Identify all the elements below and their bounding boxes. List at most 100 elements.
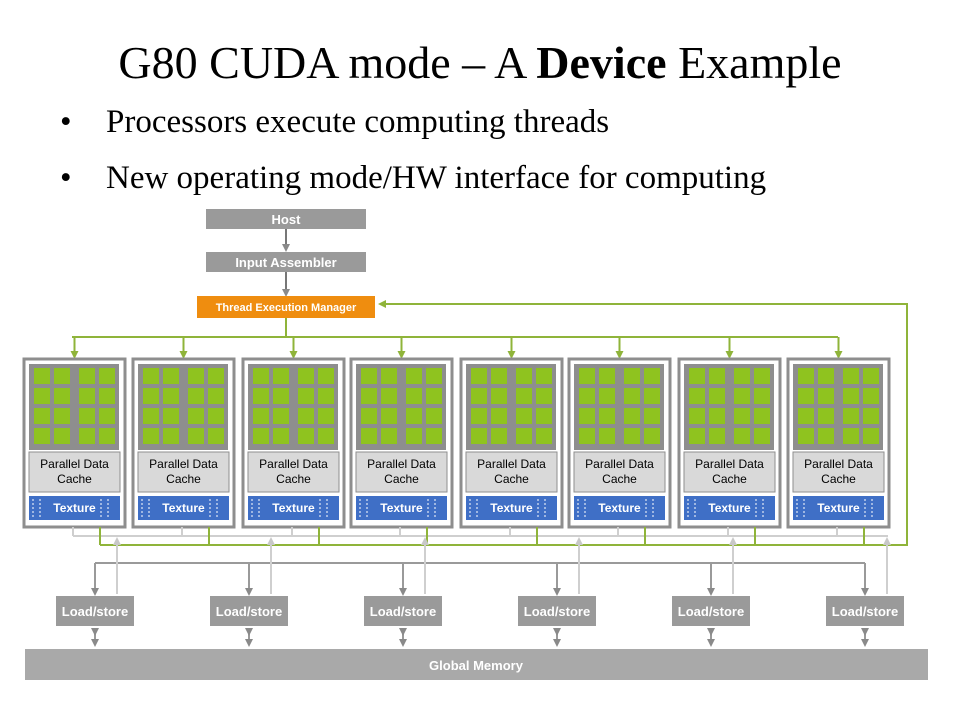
processor-core [734, 368, 750, 384]
processor-core [471, 428, 487, 444]
bullet-dot-icon: • [60, 104, 72, 140]
processor-core [709, 408, 725, 424]
processor-core [253, 408, 269, 424]
processor-core [863, 408, 879, 424]
processor-core [208, 388, 224, 404]
processor-core [599, 368, 615, 384]
processor-core [709, 368, 725, 384]
bullet-text: New operating mode/HW interface for comp… [106, 160, 767, 196]
processor-core [818, 388, 834, 404]
processor-core [754, 388, 770, 404]
processor-core [536, 428, 552, 444]
processor-core [863, 388, 879, 404]
parallel-data-cache [28, 451, 121, 493]
global-memory-box [25, 649, 928, 680]
processor-core [818, 368, 834, 384]
processor-core [689, 368, 705, 384]
processor-core [188, 388, 204, 404]
processor-core [34, 408, 50, 424]
processor-core [471, 368, 487, 384]
processor-core [143, 408, 159, 424]
processor-core [99, 368, 115, 384]
load-store-unit-5: Load/store [672, 537, 750, 647]
texture-label: Texture [490, 501, 533, 515]
cache-label-line-1: Parallel Data [149, 457, 218, 471]
processor-core [406, 408, 422, 424]
processor-core [361, 368, 377, 384]
processor-core [163, 368, 179, 384]
processor-core [273, 408, 289, 424]
processor-core [624, 428, 640, 444]
texture-unit [574, 496, 665, 520]
cache-label-line-2: Cache [821, 472, 856, 486]
processor-core [536, 408, 552, 424]
processor-core [143, 388, 159, 404]
processor-core [381, 428, 397, 444]
processor-core [843, 368, 859, 384]
processor-core [624, 368, 640, 384]
parallel-data-cache [573, 451, 666, 493]
processor-core [253, 388, 269, 404]
load-store-box [826, 596, 904, 626]
title-suffix: Example [666, 37, 842, 88]
processor-core [798, 428, 814, 444]
cache-label-line-1: Parallel Data [477, 457, 546, 471]
texture-unit [793, 496, 884, 520]
cache-label-line-1: Parallel Data [259, 457, 328, 471]
cache-label-line-1: Parallel Data [367, 457, 436, 471]
title-prefix: G80 CUDA mode – A [118, 37, 537, 88]
processor-core [709, 388, 725, 404]
processor-core [579, 408, 595, 424]
processor-core [734, 428, 750, 444]
processor-core [163, 388, 179, 404]
input-assembler-label: Input Assembler [235, 255, 336, 270]
processor-core [734, 408, 750, 424]
processor-core [318, 368, 334, 384]
load-store-unit-1: Load/store [56, 537, 134, 647]
processor-core [79, 368, 95, 384]
processor-core [298, 428, 314, 444]
processor-core [426, 368, 442, 384]
processor-core [99, 388, 115, 404]
processor-core [54, 428, 70, 444]
texture-unit [138, 496, 229, 520]
parallel-data-cache [355, 451, 448, 493]
processor-core [471, 408, 487, 424]
processor-core [361, 408, 377, 424]
load-store-box [518, 596, 596, 626]
processor-core [644, 408, 660, 424]
processor-core [208, 368, 224, 384]
cache-label-line-1: Parallel Data [40, 457, 109, 471]
texture-label: Texture [380, 501, 423, 515]
processor-core [426, 388, 442, 404]
cache-label-line-2: Cache [276, 472, 311, 486]
load-store-box [210, 596, 288, 626]
processor-core [163, 428, 179, 444]
processor-core [273, 428, 289, 444]
load-store-label: Load/store [370, 604, 436, 619]
host-box [206, 209, 366, 229]
processor-core [754, 428, 770, 444]
processor-core [406, 368, 422, 384]
processor-core [644, 428, 660, 444]
processor-core [516, 408, 532, 424]
processor-core [754, 368, 770, 384]
load-store-label: Load/store [216, 604, 282, 619]
processor-core [644, 368, 660, 384]
processor-core [188, 428, 204, 444]
load-store-label: Load/store [62, 604, 128, 619]
processor-core [798, 368, 814, 384]
parallel-data-cache [792, 451, 885, 493]
cache-label-line-1: Parallel Data [804, 457, 873, 471]
processor-core [79, 408, 95, 424]
cache-label-line-2: Cache [166, 472, 201, 486]
input-assembler-box [206, 252, 366, 272]
processor-core [471, 388, 487, 404]
texture-label: Texture [162, 501, 205, 515]
load-store-box [672, 596, 750, 626]
texture-label: Texture [817, 501, 860, 515]
